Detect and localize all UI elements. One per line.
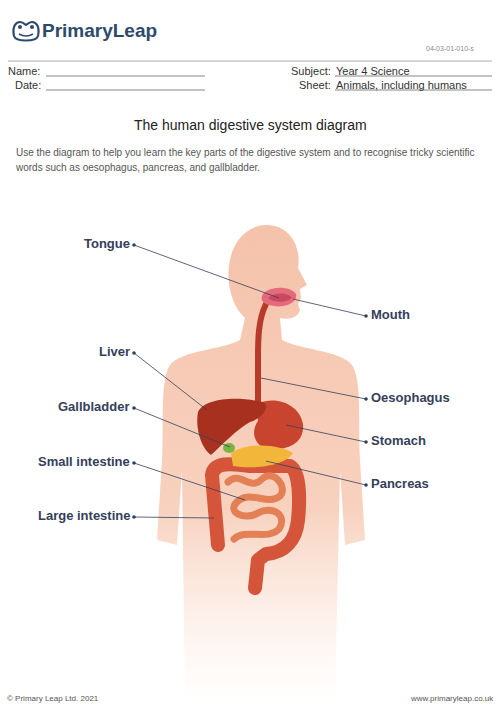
part-label: Small intestine xyxy=(38,454,130,470)
field-label: Sheet: xyxy=(299,79,331,92)
part-label: Gallbladder xyxy=(58,399,130,415)
large-intestine xyxy=(212,464,299,588)
leader-lines xyxy=(134,245,366,518)
sheet-code: 04-03-01-010-s xyxy=(426,45,474,53)
part-label: Pancreas xyxy=(371,476,429,492)
tongue xyxy=(268,294,292,302)
part-label: Liver xyxy=(99,344,130,360)
field-value: Year 4 Science xyxy=(336,65,410,78)
field-label: Name: xyxy=(8,65,40,78)
write-line xyxy=(46,90,205,91)
page-title: The human digestive system diagram xyxy=(134,117,367,134)
field-label: Subject: xyxy=(291,65,331,78)
write-line xyxy=(46,76,205,77)
logo-text: PrimaryLeap xyxy=(42,20,157,43)
leader-dots xyxy=(132,243,368,519)
oesophagus xyxy=(258,304,266,406)
body-silhouette xyxy=(157,225,365,700)
mouth-tongue xyxy=(262,288,297,307)
pancreas xyxy=(231,445,293,467)
instructions: Use the diagram to help you learn the ke… xyxy=(16,146,484,175)
footer-text: www.primaryleap.co.uk xyxy=(411,694,493,704)
footer-text: © Primary Leap Ltd. 2021 xyxy=(7,694,98,704)
part-label: Mouth xyxy=(371,307,410,323)
part-label: Large intestine xyxy=(38,508,130,524)
part-label: Stomach xyxy=(371,433,426,449)
part-label: Tongue xyxy=(84,236,130,252)
field-label: Date: xyxy=(15,79,41,92)
part-label: Oesophagus xyxy=(371,390,450,406)
logo-icon xyxy=(13,22,38,41)
header-rule xyxy=(8,61,492,62)
small-intestine xyxy=(228,476,282,539)
field-value: Animals, including humans xyxy=(336,79,467,92)
